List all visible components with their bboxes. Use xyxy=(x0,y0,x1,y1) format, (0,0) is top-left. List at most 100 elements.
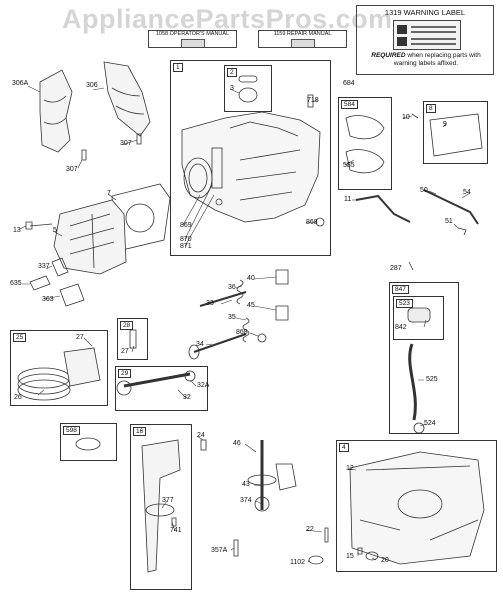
callout-36: 36 xyxy=(228,284,236,291)
callout-868: 868 xyxy=(306,219,318,226)
wrist-pin-part xyxy=(129,329,137,349)
callout-35: 35 xyxy=(228,314,236,321)
gasket-1102-part xyxy=(308,555,324,565)
callout-10: 10 xyxy=(402,114,410,121)
callout-374: 374 xyxy=(240,497,252,504)
screw-307-part xyxy=(81,149,87,161)
assembly-tag: 29 xyxy=(118,369,132,378)
callout-9: 9 xyxy=(443,121,447,128)
assembly-box-523: 523 xyxy=(393,296,444,340)
assembly-tag: 28 xyxy=(120,321,134,330)
link-50-part xyxy=(423,189,479,225)
callout-842: 842 xyxy=(395,324,407,331)
warning-required-word: REQUIRED xyxy=(371,52,406,59)
callout-585: 585 xyxy=(343,162,355,169)
assembly-tag: 25 xyxy=(13,333,27,342)
governor-43-part xyxy=(275,463,297,491)
callout-635: 635 xyxy=(10,280,22,287)
callout-337: 337 xyxy=(38,263,50,270)
cylinder-block-part xyxy=(181,111,321,223)
callout-868: 868 xyxy=(236,329,248,336)
callout-32: 32 xyxy=(183,394,191,401)
screw-307-part xyxy=(136,133,142,145)
spark-plug-337-part xyxy=(51,257,69,277)
operators-manual-label: 1058 OPERATOR'S MANUAL xyxy=(148,30,237,48)
crankshaft-part xyxy=(141,439,181,573)
assembly-tag: 4 xyxy=(339,443,349,452)
breather-363-part xyxy=(59,283,85,307)
callout-26: 26 xyxy=(14,394,22,401)
spring-36-part xyxy=(236,279,244,305)
callout-50: 50 xyxy=(420,187,428,194)
callout-40: 40 xyxy=(247,275,255,282)
callout-46: 46 xyxy=(233,440,241,447)
callout-22: 22 xyxy=(306,526,314,533)
assembly-box-2: 2 xyxy=(224,65,272,112)
assembly-tag: 16 xyxy=(133,427,147,436)
sump-part xyxy=(349,451,485,565)
repair-manual-label: 1159 REPAIR MANUAL xyxy=(258,30,347,48)
valve-33-part xyxy=(199,291,247,307)
tappet-45-part xyxy=(275,305,289,321)
warning-label-box: 1319 WARNING LABEL REQUIRED when replaci… xyxy=(356,5,494,75)
clip-51-part xyxy=(457,227,467,236)
callout-32a: 32A xyxy=(197,382,210,389)
callout-1102: 1102 xyxy=(290,559,306,566)
warning-required-note: REQUIRED when replacing parts with warni… xyxy=(361,52,491,68)
manual-book-icon xyxy=(180,39,205,47)
callout-871: 871 xyxy=(180,243,192,250)
callout-43: 43 xyxy=(242,481,250,488)
cover-8-part xyxy=(429,113,483,157)
callout-51: 51 xyxy=(445,218,453,225)
tube-11-part xyxy=(355,194,411,223)
assembly-tag: 584 xyxy=(341,100,358,109)
shield-306a-part xyxy=(39,69,73,153)
callout-45: 45 xyxy=(247,302,255,309)
repair-manual-text: 1159 REPAIR MANUAL xyxy=(273,31,332,37)
callout-870: 870 xyxy=(180,236,192,243)
assembly-box-29: 29 xyxy=(115,366,208,411)
callout-24: 24 xyxy=(197,432,205,439)
callout-33: 33 xyxy=(206,300,214,307)
warning-symbol-icon xyxy=(397,25,407,34)
callout-307: 307 xyxy=(120,140,132,147)
assembly-box-28: 28 xyxy=(117,318,148,360)
manual-book-icon xyxy=(290,39,315,47)
callout-718: 718 xyxy=(307,97,319,104)
tappet-40-part xyxy=(275,269,289,285)
screw-10-part xyxy=(411,113,419,119)
assembly-box-1: 1 xyxy=(170,60,331,256)
bolt-22-part xyxy=(324,527,329,543)
assembly-box-584: 584 xyxy=(338,97,392,190)
assembly-tag: 1 xyxy=(173,63,183,72)
assembly-box-25: 25 xyxy=(10,330,108,406)
warning-required-text: when replacing parts with warning labels… xyxy=(393,52,481,67)
callout-20: 20 xyxy=(381,557,389,564)
assembly-tag: 523 xyxy=(396,299,413,308)
callout-5: 5 xyxy=(53,227,57,234)
callout-27: 27 xyxy=(76,334,84,341)
callout-12: 12 xyxy=(346,465,354,472)
callout-11: 11 xyxy=(344,196,352,203)
assembly-tag: 2 xyxy=(227,68,237,77)
callout-27: 27 xyxy=(121,348,129,355)
assembly-box-4: 4 xyxy=(336,440,497,572)
callout-7: 7 xyxy=(107,190,111,197)
plug-357a-part xyxy=(233,539,239,557)
callout-524: 524 xyxy=(424,420,436,427)
shield-306-part xyxy=(103,61,151,137)
seal-20-part xyxy=(365,551,379,561)
valve-34-part xyxy=(193,333,247,353)
operators-manual-text: 1058 OPERATOR'S MANUAL xyxy=(155,31,230,37)
warning-symbol-icon xyxy=(397,37,407,46)
callout-741: 741 xyxy=(170,527,182,534)
bolt-13-part xyxy=(25,221,53,230)
callout-307: 307 xyxy=(66,166,78,173)
spark-plug-635-part xyxy=(29,275,51,291)
watermark: AppliancePartsPros.com xyxy=(62,4,393,34)
gasket-584-part xyxy=(345,115,385,140)
assembly-tag: 598 xyxy=(63,426,80,435)
callout-306: 306 xyxy=(86,82,98,89)
kit-2-part xyxy=(238,75,258,83)
